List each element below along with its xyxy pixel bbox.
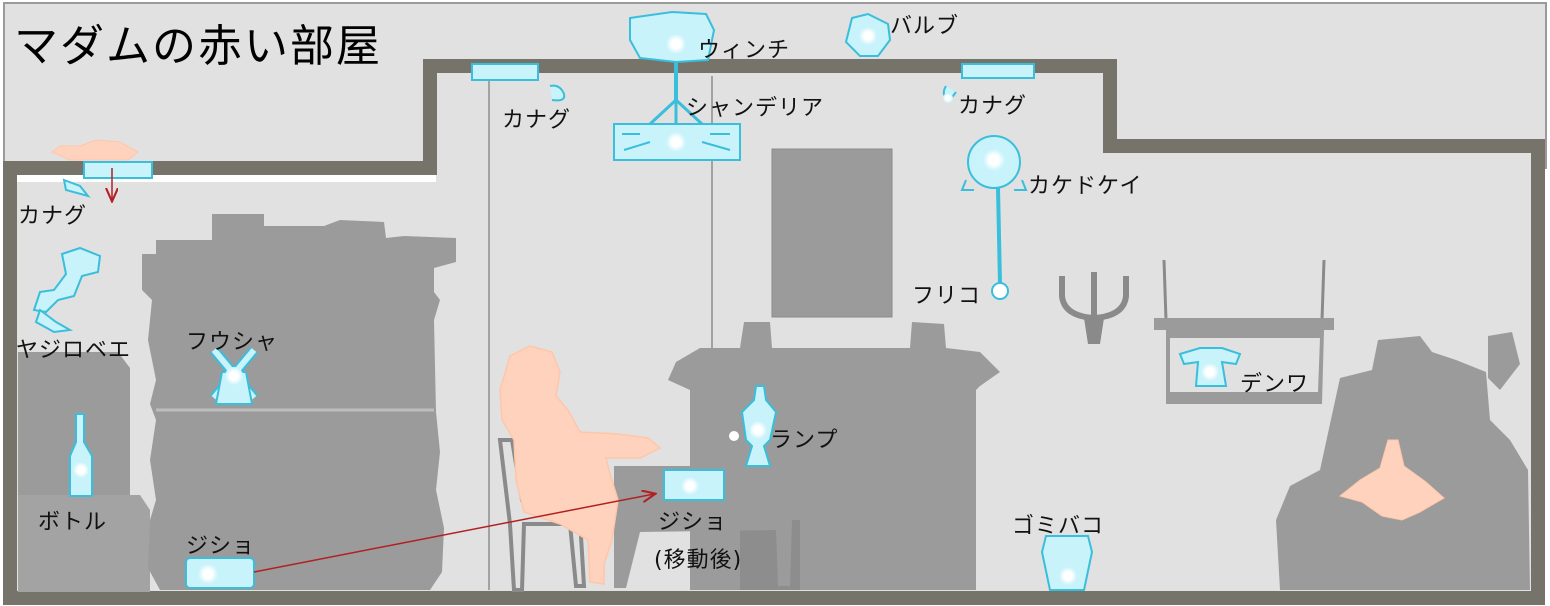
dictionary-object[interactable] (185, 557, 255, 589)
dictionary-moved-object[interactable] (663, 469, 725, 501)
bottle-object[interactable] (69, 413, 93, 497)
label-clock: カケドケイ (1028, 174, 1143, 199)
shelf-posts (1162, 259, 1326, 321)
label-dictionary-moved: ジショ (658, 510, 728, 535)
windmill-object[interactable] (210, 346, 258, 405)
label-pendulum: フリコ (912, 284, 982, 309)
phone-object[interactable] (1178, 347, 1242, 387)
lamp-object[interactable] (729, 385, 778, 467)
pendulum-object[interactable] (991, 282, 1009, 300)
armchair-ear (1488, 332, 1520, 390)
winch-object[interactable] (629, 10, 716, 100)
chandelier-object[interactable] (613, 98, 741, 161)
room-title: マダムの赤い部屋 (14, 21, 382, 72)
label-windmill: フウシャ (186, 330, 279, 355)
doll-character (1338, 439, 1445, 521)
label-kanagu-3: カナグ (18, 204, 88, 229)
label-dictionary: ジショ (186, 534, 256, 559)
room-wall (3, 59, 1545, 605)
label-dictionary-moved-note: (移動後) (654, 548, 743, 573)
label-phone: デンワ (1240, 372, 1310, 397)
madame-character (499, 345, 662, 585)
sconce-base (1084, 318, 1104, 344)
side-table (18, 495, 150, 592)
bulb-object[interactable] (844, 12, 892, 57)
wardrobe (142, 214, 456, 590)
label-chandelier: シャンデリア (686, 96, 825, 121)
kanagu-bracket-3[interactable] (62, 161, 153, 198)
kanagu-bracket-1[interactable] (471, 63, 566, 102)
rat-character (51, 139, 139, 161)
label-yajirobe: ヤジロベエ (16, 338, 132, 363)
label-trash: ゴミバコ (1012, 514, 1105, 539)
side-cabinet (18, 352, 130, 500)
yajirobe-object[interactable] (32, 246, 102, 334)
label-kanagu-2: カナグ (958, 94, 1028, 119)
label-bottle: ボトル (38, 510, 108, 535)
painting (771, 148, 893, 318)
label-kanagu-1: カナグ (502, 108, 572, 133)
kanagu-bracket-2[interactable] (942, 63, 1035, 103)
label-winch: ウィンチ (698, 38, 791, 63)
label-lamp: ランプ (770, 428, 839, 453)
dictionary-move-arrow (253, 494, 654, 573)
trash-can-object[interactable] (1040, 535, 1094, 591)
wall-clock-object[interactable] (960, 135, 1028, 285)
label-bulb: バルブ (890, 14, 960, 39)
